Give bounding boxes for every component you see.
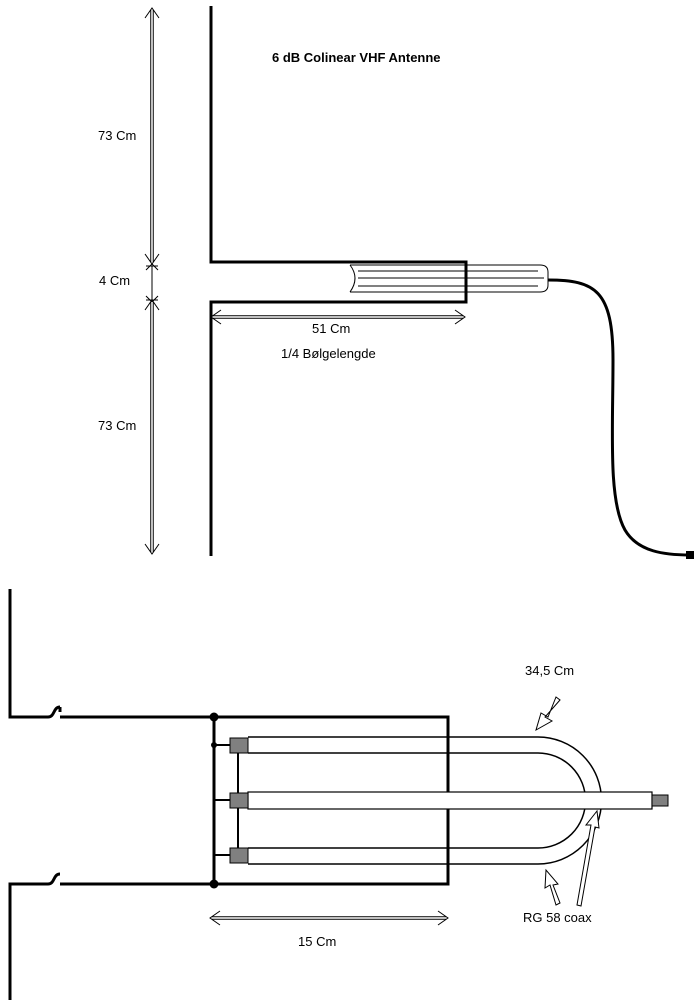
label-quarter-wave: 1/4 Bølgelengde [281,346,376,361]
label-lower-length: 73 Cm [98,418,136,433]
dimension-stub [210,309,466,325]
feed-coax [247,791,669,810]
label-gap-length: 4 Cm [99,273,130,288]
pointer-arrow-loop [535,696,561,732]
label-width: 15 Cm [298,934,336,949]
radiator-lower-section [8,872,61,1000]
dimension-upper [144,7,160,265]
stub-coax [349,264,549,293]
label-upper-length: 73 Cm [98,128,136,143]
label-stub-length: 51 Cm [312,321,350,336]
label-loop-length: 34,5 Cm [525,663,574,678]
coax-connectors [229,737,249,864]
dimension-gap [145,263,159,303]
feed-cable [547,278,691,557]
dimension-width [209,910,449,926]
cable-connector [686,551,694,559]
pointer-arrow-coax-outer [544,868,561,906]
pointer-arrow-coax-feed [576,809,600,907]
radiator-element [209,6,468,556]
label-coax-type: RG 58 coax [523,910,592,925]
diagram-title: 6 dB Colinear VHF Antenne [272,50,441,65]
dimension-lower [144,299,160,555]
